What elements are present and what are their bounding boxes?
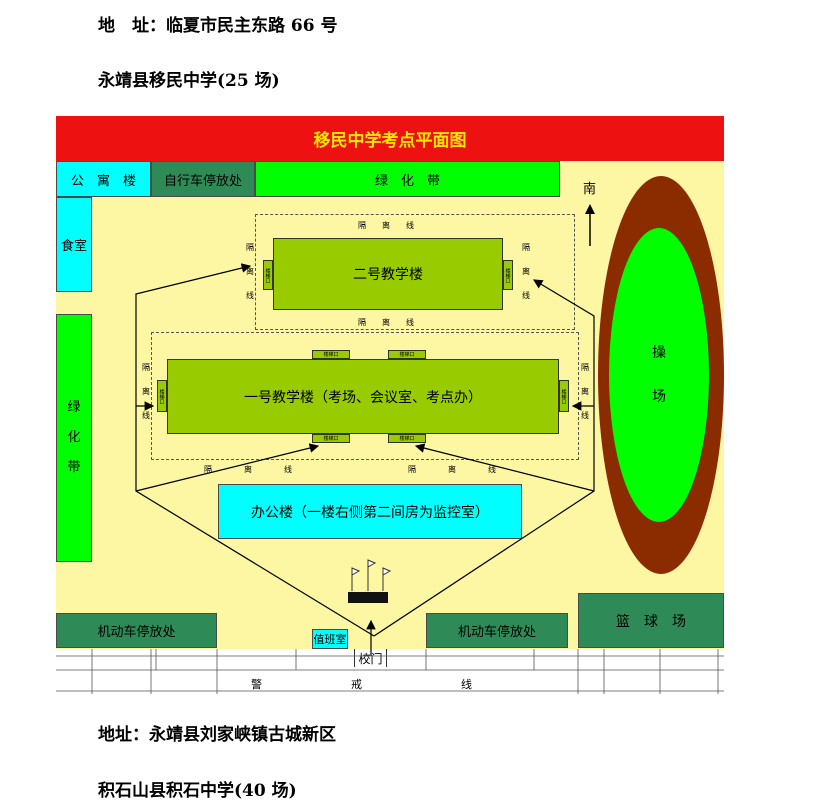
- isolation-label-b2-top: 隔 离 线: [358, 221, 414, 230]
- isolation-label-b2-right: 隔离线: [522, 243, 530, 300]
- route-arrow-gate-to-building2-right: [373, 279, 595, 637]
- isolation-label-b1-right: 隔离线: [581, 363, 589, 420]
- flag-platform: [348, 592, 388, 603]
- cordon-label-3: 线: [461, 678, 472, 691]
- stair-door-b1-right: 楼梯口: [559, 380, 569, 412]
- stair-door-b1-left: 楼梯口: [157, 380, 167, 412]
- isolation-label-b2-bottom: 隔 离 线: [358, 318, 414, 327]
- cordon-label-1: 警: [251, 678, 262, 691]
- canteen: 食室: [56, 197, 92, 292]
- office-building: 办公楼（一楼右侧第二间房为监控室）: [218, 484, 522, 539]
- address-line-linxia: 地 址：临夏市民主东路 66 号: [98, 16, 338, 36]
- teaching-building-2: 二号教学楼: [273, 238, 503, 310]
- playground: 操 场: [609, 228, 709, 522]
- stair-door-b1-bottom-left: 楼梯口: [312, 434, 350, 443]
- cordon-label-2: 戒: [351, 678, 362, 691]
- plan-lines-overlay: [56, 204, 724, 694]
- stair-door-b2-left: 楼梯口: [263, 260, 273, 290]
- car-parking-left: 机动车停放处: [56, 613, 217, 648]
- duty-room: 值班室: [312, 629, 348, 649]
- isolation-label-b1-left: 隔离线: [142, 363, 150, 420]
- green-belt-left: 绿 化 带: [56, 314, 92, 562]
- stair-door-b1-top-right: 楼梯口: [388, 350, 426, 359]
- route-arrow-to-building1-left-door: [135, 443, 320, 492]
- school-heading-yimin: 永靖县移民中学(25 场): [98, 71, 280, 91]
- school-gate: 校门: [354, 649, 387, 667]
- isolation-label-b1-bottom-right: 隔 离 线: [408, 465, 496, 474]
- route-arrow-gate-to-building2-left: [135, 263, 375, 637]
- building1-isolation-zone: [151, 332, 579, 460]
- stair-door-b2-right: 楼梯口: [503, 260, 513, 290]
- south-direction-label: 南: [583, 182, 597, 197]
- stair-door-b1-bottom-right: 楼梯口: [388, 434, 426, 443]
- building2-isolation-zone: [255, 214, 575, 330]
- exam-site-floor-plan: 移民中学考点平面图 公 寓 楼 自行车停放处 绿 化 带 食室 绿 化 带 隔 …: [56, 116, 724, 694]
- flag-icon: [351, 559, 392, 591]
- bike-parking: 自行车停放处: [151, 161, 255, 197]
- basketball-court: 篮 球 场: [578, 593, 724, 648]
- south-arrow-head: [585, 204, 595, 214]
- address-line-yongjing: 地址：永靖县刘家峡镇古城新区: [98, 725, 336, 745]
- cordon-area: [56, 649, 724, 694]
- apartment-building: 公 寓 楼: [56, 161, 151, 197]
- car-parking-right: 机动车停放处: [426, 613, 568, 648]
- green-belt-top: 绿 化 带: [255, 161, 560, 197]
- isolation-label-b1-bottom-left: 隔 离 线: [204, 465, 292, 474]
- route-arrow-to-building1-right-door: [414, 443, 595, 492]
- school-heading-jishi: 积石山县积石中学(40 场): [98, 781, 297, 801]
- stair-door-b1-top-left: 楼梯口: [312, 350, 350, 359]
- teaching-building-1: 一号教学楼（考场、会议室、考点办）: [167, 359, 559, 434]
- plan-title: 移民中学考点平面图: [56, 116, 724, 161]
- cordon-fence-lines: [56, 649, 724, 694]
